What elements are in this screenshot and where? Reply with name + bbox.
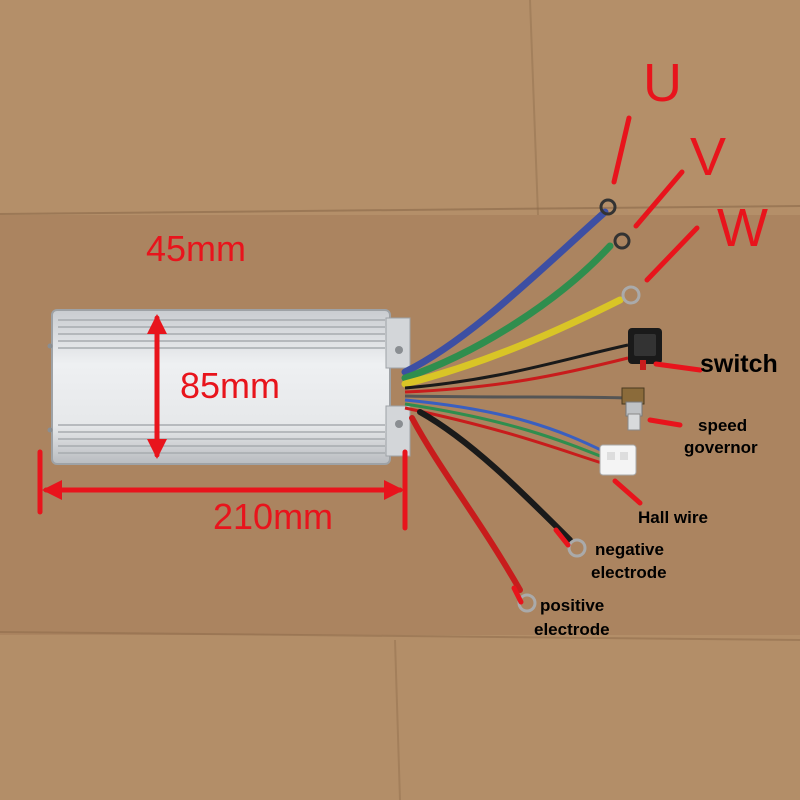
width-dimension-label: 85mm [180,365,281,406]
phase-wires [401,208,624,388]
speed-governor-label-line2: governor [684,438,758,457]
length-dimension-label: 210mm [213,496,334,537]
power-wires [409,409,573,593]
phase-v-label: V [690,127,727,187]
hall-wire-label: Hall wire [638,508,708,527]
speed-governor-graphic [621,387,645,431]
signal-wires [404,343,629,466]
phase-u-label: U [643,53,682,113]
phase-terminals [599,198,641,305]
phase-w-label: W [717,198,768,258]
speed-governor-label-line1: speed [698,416,748,435]
positive-electrode-label-line1: positive [540,596,605,615]
hall-connector-graphic [599,444,637,476]
negative-electrode-label-line2: electrode [591,563,667,582]
height-dimension-label: 45mm [146,228,247,269]
positive-electrode-label-line2: electrode [534,620,610,639]
switch-label: switch [700,350,778,378]
controller-body [47,309,411,465]
dimension-arrows [37,314,408,531]
rocker-switch-graphic [628,328,662,370]
negative-electrode-label-line1: negative [595,540,664,559]
annotation-marks [511,115,703,605]
